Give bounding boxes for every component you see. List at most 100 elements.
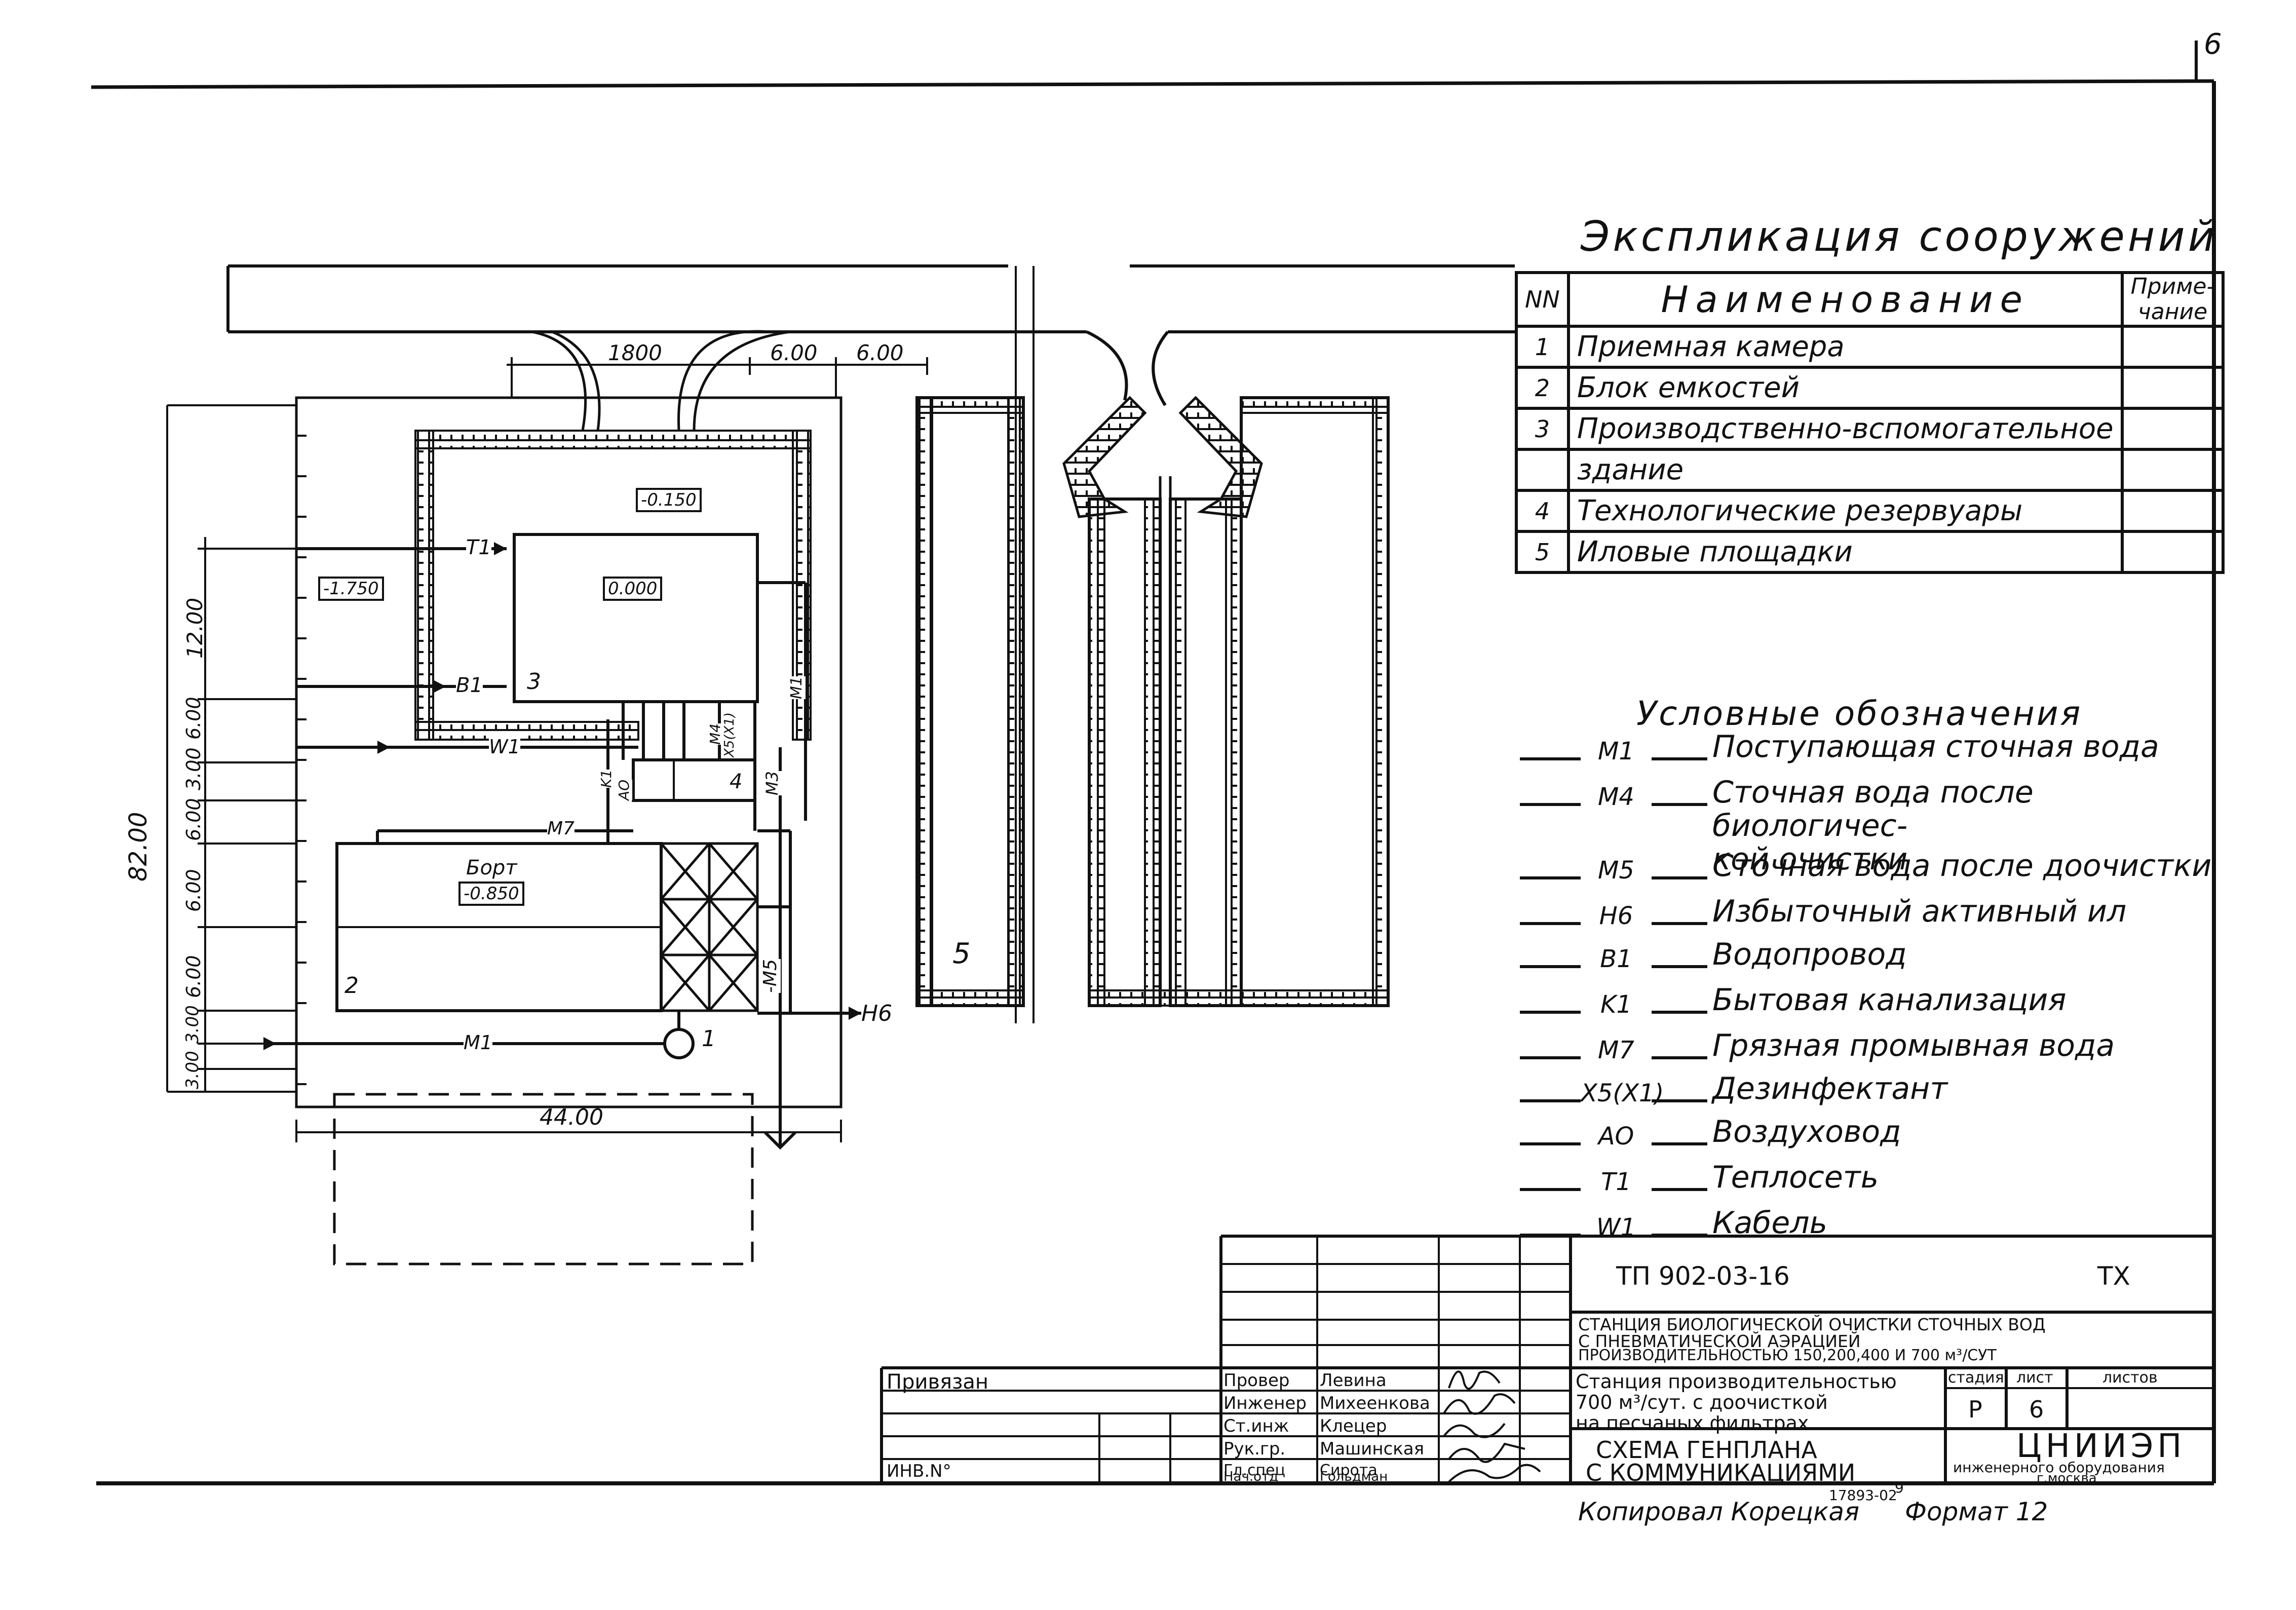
legend-text: Избыточный активный ил <box>1712 894 2127 929</box>
org-sub-2: г.москва <box>2037 1471 2097 1486</box>
dim-600-b: 6.00 <box>856 340 904 365</box>
site-boundary <box>295 396 843 1108</box>
row-nn: 1 <box>1515 325 1570 369</box>
legend-code: M5 <box>1581 856 1652 885</box>
signer-name: Сирота <box>1320 1462 1377 1479</box>
dim-600-l1: 6.00 <box>182 697 205 740</box>
legend-code: K1 <box>1581 990 1652 1019</box>
row-nn <box>1515 448 1570 492</box>
elevation-site: -1.750 <box>318 577 384 601</box>
row-nn: 3 <box>1515 407 1570 451</box>
dim-300-l3: 3.00 <box>182 1051 203 1089</box>
legend-item: X5(X1)Дезинфектант <box>1520 1072 2178 1120</box>
dim-600-l4: 6.00 <box>182 955 205 998</box>
archive-number: 17893-02 <box>1829 1487 1897 1504</box>
signer-role: Нач.отд <box>1223 1469 1279 1484</box>
structure-number-2: 2 <box>345 973 359 999</box>
dim-300-l1: 3.00 <box>182 747 205 790</box>
row-nn: 2 <box>1515 366 1570 410</box>
row-name: Приемная камера <box>1566 325 2124 369</box>
dim-300-l2: 3.00 <box>182 1005 203 1044</box>
sludge-beds-5 <box>915 396 1390 1007</box>
line-label-m4: M4 <box>707 723 723 745</box>
sheet-value: 6 <box>2029 1396 2044 1423</box>
drawing-title-1: СХЕМА ГЕНПЛАНА <box>1596 1436 1817 1464</box>
elevation-tank: -0.850 <box>458 881 524 906</box>
project-line-1: СТАНЦИЯ БИОЛОГИЧЕСКОЙ ОЧИСТКИ СТОЧНЫХ ВО… <box>1578 1315 2046 1334</box>
format: Формат 12 <box>1905 1497 2048 1526</box>
elevation-yard: -0.150 <box>636 488 702 512</box>
project-line-2: С ПНЕВМАТИЧЕСКОЙ АЭРАЦИЕЙ <box>1578 1331 1861 1351</box>
table-row: здание <box>1515 448 2225 492</box>
archive-sheet: 9 <box>1895 1479 1904 1496</box>
legend-item: H6 Избыточный активный ил <box>1520 895 2178 942</box>
sheets-label: листов <box>2102 1369 2158 1387</box>
dim-600-a: 6.00 <box>770 340 818 365</box>
signer-name: Левина <box>1320 1370 1387 1391</box>
line-label-b1: B1 <box>456 674 483 697</box>
sand-filters <box>660 842 759 1012</box>
explication-header-row: NN Наименование Приме- чание <box>1515 271 2225 328</box>
line-label-t1: T1 <box>466 536 491 559</box>
legend-text: Воздуховод <box>1712 1114 1901 1149</box>
line-label-m1-v: M1 <box>788 676 806 699</box>
bound-label: Привязан <box>887 1370 989 1394</box>
legend-text: Сточная вода после доочистки <box>1712 848 2212 884</box>
signer-name: Клецер <box>1320 1416 1387 1436</box>
legend-text: Кабель <box>1712 1205 1827 1241</box>
legend-code: H6 <box>1581 902 1652 930</box>
legend-text: Сточная вода после биологичес- кой очист… <box>1712 775 2034 877</box>
dim-8200: 82.00 <box>124 812 152 881</box>
stage-label: стадия <box>1948 1369 2004 1387</box>
dim-4400: 44.00 <box>540 1104 603 1130</box>
legend-item: W1 Кабель <box>1520 1206 2178 1254</box>
explication-header-nn: NN <box>1515 271 1570 328</box>
structure-number-4: 4 <box>730 770 743 793</box>
legend-text: Дезинфектант <box>1712 1071 1948 1106</box>
legend-code: B1 <box>1581 945 1652 973</box>
signer-role: Инженер <box>1223 1393 1307 1413</box>
line-label-m3: M3 <box>762 771 782 795</box>
row-nn: 4 <box>1515 489 1570 533</box>
row-nn: 5 <box>1515 530 1570 574</box>
doc-code: ТП 902-03-16 <box>1616 1261 1790 1291</box>
legend-code: W1 <box>1581 1213 1652 1242</box>
station-line-1: Станция производительностью <box>1576 1370 1897 1393</box>
signer-name: Машинская <box>1320 1439 1425 1459</box>
dim-1200: 12.00 <box>182 597 207 659</box>
row-note <box>2120 407 2225 451</box>
legend-text: Бытовая канализация <box>1712 982 2067 1018</box>
legend-text: Поступающая сточная вода <box>1712 729 2159 764</box>
station-line-3: на песчаных фильтрах <box>1576 1412 1809 1434</box>
org-sub-1: инженерного оборудования <box>1953 1459 2165 1476</box>
signer-role: Рук.гр. <box>1223 1439 1286 1459</box>
line-label-w1: W1 <box>489 736 520 758</box>
building-3 <box>513 533 759 703</box>
explication-title: Экспликация сооружений <box>1581 213 2218 261</box>
row-name: Производственно-вспомогательное <box>1566 407 2124 451</box>
line-label-m7: M7 <box>547 818 575 839</box>
row-note <box>2120 489 2225 533</box>
signer-role: Гл.спец <box>1223 1462 1285 1479</box>
dim-600-l2: 6.00 <box>182 798 205 841</box>
row-note <box>2120 366 2225 410</box>
signer-name: Гольдман <box>1320 1469 1388 1484</box>
explication-header-note: Приме- чание <box>2120 271 2225 328</box>
legend-item: M5 Сточная вода после доочистки <box>1520 849 2211 897</box>
reservoirs-4 <box>632 758 756 802</box>
dim-1800: 1800 <box>608 340 662 365</box>
row-name: Блок емкостей <box>1566 366 2124 410</box>
line-label-k1: K1 <box>598 769 615 788</box>
explication-header-name: Наименование <box>1566 271 2124 328</box>
